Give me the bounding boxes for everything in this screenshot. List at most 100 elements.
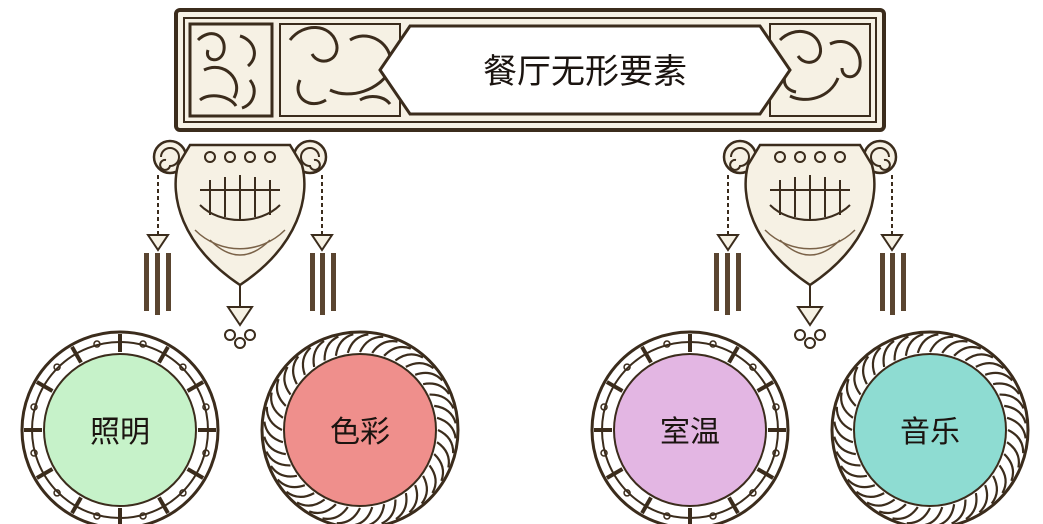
- rope-twist-stroke: [405, 362, 435, 370]
- element-label: 色彩: [330, 415, 390, 450]
- segment-dot: [749, 489, 757, 497]
- title-banner: 餐厅无形要素: [174, 8, 886, 132]
- segment-dot: [772, 449, 780, 457]
- rope-twist-stroke: [429, 393, 455, 409]
- rope-twist-stroke: [924, 506, 944, 524]
- segment-dot: [179, 489, 187, 497]
- rope-twist-stroke: [434, 404, 457, 424]
- rope-twist-stroke: [308, 503, 337, 515]
- rope-twist-stroke: [975, 362, 1005, 370]
- rope-twist-stroke: [840, 465, 868, 478]
- rope-twist-stroke: [871, 346, 882, 376]
- rope-twist-stroke: [437, 429, 455, 454]
- element-medallion-3: 室温: [590, 330, 790, 524]
- segment-divider: [157, 345, 170, 364]
- rope-twist-stroke: [878, 503, 907, 515]
- rope-twist-stroke: [964, 353, 994, 362]
- segment-dot: [623, 489, 631, 497]
- right-pendant: [712, 139, 908, 350]
- segment-divider: [70, 345, 83, 364]
- rope-twist-stroke: [906, 507, 931, 524]
- rope-twist-stroke: [420, 475, 428, 505]
- diagram-title: 餐厅无形要素: [483, 52, 687, 92]
- segment-divider: [35, 467, 54, 480]
- rope-twist-stroke: [371, 340, 398, 354]
- segment-dot: [663, 512, 671, 520]
- segment-divider: [186, 380, 205, 393]
- medallion-fill: [283, 353, 437, 507]
- element-medallion-1: 照明: [20, 330, 220, 524]
- rope-twist-stroke: [938, 504, 956, 524]
- segment-divider: [756, 467, 775, 480]
- medallion-fill: [853, 353, 1007, 507]
- rope-twist-stroke: [990, 475, 998, 505]
- segment-dot: [93, 512, 101, 520]
- rope-twist-stroke: [359, 335, 384, 353]
- segment-dot: [663, 340, 671, 348]
- rope-twist-stroke: [428, 464, 437, 494]
- rope-twist-stroke: [978, 484, 989, 514]
- rope-twist-stroke: [1006, 441, 1020, 468]
- rope-twist-stroke: [904, 333, 924, 356]
- rope-twist-stroke: [998, 464, 1007, 494]
- segment-dot: [53, 363, 61, 371]
- rope-twist-stroke: [862, 355, 870, 385]
- rope-twist-stroke: [336, 507, 361, 524]
- rope-twist-stroke: [270, 465, 298, 478]
- rope-twist-stroke: [414, 371, 444, 382]
- rope-twist-stroke: [312, 340, 325, 368]
- rope-twist-stroke: [436, 441, 450, 468]
- rope-twist-stroke: [999, 393, 1025, 409]
- rope-twist-stroke: [1006, 416, 1027, 439]
- rope-twist-stroke: [276, 478, 306, 489]
- rope-twist-stroke: [323, 335, 339, 361]
- rope-twist-stroke: [265, 451, 291, 467]
- segment-dot: [772, 403, 780, 411]
- rope-twist-stroke: [322, 506, 349, 520]
- rope-twist-stroke: [882, 340, 895, 368]
- rope-twist-stroke: [893, 335, 909, 361]
- rope-twist-stroke: [953, 345, 982, 357]
- segment-dot: [202, 449, 210, 457]
- segment-divider: [605, 467, 624, 480]
- rope-twist-stroke: [301, 346, 312, 376]
- element-label: 照明: [90, 415, 150, 450]
- segment-divider: [157, 496, 170, 515]
- segment-divider: [605, 380, 624, 393]
- rope-twist-stroke: [422, 382, 450, 395]
- rope-twist-stroke: [840, 392, 854, 419]
- medallion-fill: [43, 353, 197, 507]
- rope-twist-stroke: [263, 421, 284, 444]
- segment-dot: [139, 340, 147, 348]
- segment-divider: [640, 345, 653, 364]
- rope-twist-stroke: [395, 492, 408, 520]
- rope-twist-stroke: [263, 436, 286, 456]
- rope-twist-stroke: [992, 382, 1020, 395]
- rope-twist-stroke: [296, 498, 326, 507]
- rope-twist-stroke: [951, 499, 967, 524]
- element-label: 室温: [660, 415, 720, 450]
- rope-twist-stroke: [354, 506, 374, 524]
- rope-twist-stroke: [383, 345, 412, 357]
- rope-twist-stroke: [381, 499, 397, 524]
- segment-divider: [186, 467, 205, 480]
- element-medallion-4: 音乐: [830, 330, 1030, 524]
- rope-twist-stroke: [1003, 453, 1015, 482]
- rope-twist-stroke: [433, 453, 445, 482]
- element-medallion-2: 色彩: [260, 330, 460, 524]
- rope-twist-stroke: [916, 333, 939, 354]
- rope-twist-stroke: [833, 436, 856, 456]
- segment-dot: [30, 403, 38, 411]
- segment-divider: [727, 496, 740, 515]
- segment-dot: [749, 363, 757, 371]
- rope-twist-stroke: [892, 506, 919, 520]
- rope-twist-stroke: [346, 333, 369, 354]
- rope-twist-stroke: [1007, 429, 1025, 454]
- segment-dot: [53, 489, 61, 497]
- rope-twist-stroke: [965, 492, 978, 520]
- segment-divider: [640, 496, 653, 515]
- rope-twist-stroke: [270, 392, 284, 419]
- segment-divider: [756, 380, 775, 393]
- segment-dot: [600, 449, 608, 457]
